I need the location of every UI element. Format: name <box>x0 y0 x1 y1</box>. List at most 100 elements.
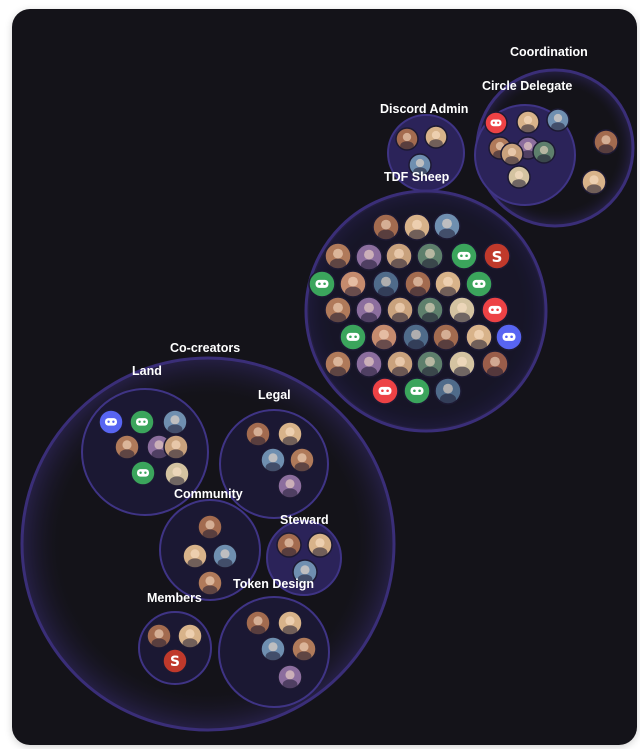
org-chart-card: Coordination Circle Delegate Discord Adm… <box>12 9 637 745</box>
person-avatar-icon[interactable] <box>355 350 383 378</box>
token-design-label: Token Design <box>233 577 314 591</box>
person-avatar-icon[interactable] <box>433 212 461 240</box>
discord-icon[interactable] <box>129 409 155 435</box>
legal-label: Legal <box>258 388 291 402</box>
person-avatar-icon[interactable] <box>386 296 414 324</box>
person-avatar-icon[interactable] <box>324 242 352 270</box>
s-letter-icon[interactable]: S <box>483 242 511 270</box>
discord-icon[interactable] <box>465 270 493 298</box>
discord-admin-label: Discord Admin <box>380 102 468 116</box>
group-coordination[interactable]: Coordination Circle Delegate <box>474 45 635 228</box>
person-avatar-icon[interactable] <box>372 270 400 298</box>
discord-icon[interactable] <box>98 409 124 435</box>
svg-text:S: S <box>492 248 503 266</box>
legal-avatars <box>245 421 315 499</box>
community-circle[interactable] <box>159 499 261 601</box>
person-avatar-icon[interactable] <box>532 140 556 164</box>
group-tdf-sheep[interactable]: TDF Sheep S <box>304 170 548 433</box>
person-avatar-icon[interactable] <box>276 532 302 558</box>
community-avatars <box>182 514 238 596</box>
co-creators-label: Co-creators <box>170 341 240 355</box>
svg-text:S: S <box>170 654 180 670</box>
tdf-sheep-label: TDF Sheep <box>384 170 450 184</box>
person-avatar-icon[interactable] <box>581 169 607 195</box>
discord-icon[interactable] <box>130 460 156 486</box>
person-avatar-icon[interactable] <box>277 610 303 636</box>
person-avatar-icon[interactable] <box>385 242 413 270</box>
discord-icon[interactable] <box>450 242 478 270</box>
person-avatar-icon[interactable] <box>448 350 476 378</box>
coordination-label: Coordination <box>510 45 588 59</box>
person-avatar-icon[interactable] <box>277 421 303 447</box>
person-avatar-icon[interactable] <box>403 213 431 241</box>
person-avatar-icon[interactable] <box>424 125 448 149</box>
person-avatar-icon[interactable] <box>434 270 462 298</box>
person-avatar-icon[interactable] <box>324 296 352 324</box>
coordination-extra-avatars <box>581 129 619 195</box>
person-avatar-icon[interactable] <box>212 543 238 569</box>
person-avatar-icon[interactable] <box>197 514 223 540</box>
person-avatar-icon[interactable] <box>416 350 444 378</box>
person-avatar-icon[interactable] <box>277 664 303 690</box>
person-avatar-icon[interactable] <box>432 323 460 351</box>
person-avatar-icon[interactable] <box>416 296 444 324</box>
person-avatar-icon[interactable] <box>291 636 317 662</box>
person-avatar-icon[interactable] <box>355 243 383 271</box>
person-avatar-icon[interactable] <box>182 543 208 569</box>
steward-label: Steward <box>280 513 329 527</box>
person-avatar-icon[interactable] <box>260 447 286 473</box>
discord-icon[interactable] <box>339 323 367 351</box>
person-avatar-icon[interactable] <box>370 323 398 351</box>
person-avatar-icon[interactable] <box>339 270 367 298</box>
group-discord-admin[interactable]: Discord Admin <box>380 102 468 192</box>
discord-icon[interactable] <box>484 111 508 135</box>
circle-delegate-label: Circle Delegate <box>482 79 572 93</box>
person-avatar-icon[interactable] <box>177 623 203 649</box>
discord-icon[interactable] <box>308 270 336 298</box>
person-avatar-icon[interactable] <box>245 610 271 636</box>
land-label: Land <box>132 364 162 378</box>
circle-delegate-avatars <box>484 108 570 189</box>
token-design-avatars <box>245 610 317 690</box>
person-avatar-icon[interactable] <box>465 323 493 351</box>
person-avatar-icon[interactable] <box>289 447 315 473</box>
person-avatar-icon[interactable] <box>434 377 462 405</box>
discord-admin-avatars <box>395 125 448 177</box>
members-avatars: S <box>146 623 203 674</box>
person-avatar-icon[interactable] <box>245 421 271 447</box>
steward-avatars <box>276 532 333 585</box>
discord-icon[interactable] <box>371 377 399 405</box>
person-avatar-icon[interactable] <box>500 142 524 166</box>
person-avatar-icon[interactable] <box>395 127 419 151</box>
person-avatar-icon[interactable] <box>292 559 318 585</box>
person-avatar-icon[interactable] <box>516 110 540 134</box>
person-avatar-icon[interactable] <box>507 165 531 189</box>
person-avatar-icon[interactable] <box>146 623 172 649</box>
person-avatar-icon[interactable] <box>416 242 444 270</box>
group-co-creators[interactable]: Co-creators Land Legal Community Steward… <box>20 341 396 732</box>
person-avatar-icon[interactable] <box>408 153 432 177</box>
person-avatar-icon[interactable] <box>307 532 333 558</box>
person-avatar-icon[interactable] <box>386 350 414 378</box>
person-avatar-icon[interactable] <box>162 409 188 435</box>
discord-icon[interactable] <box>481 296 509 324</box>
person-avatar-icon[interactable] <box>197 570 223 596</box>
land-avatars <box>98 409 190 487</box>
person-avatar-icon[interactable] <box>324 350 352 378</box>
person-avatar-icon[interactable] <box>593 129 619 155</box>
person-avatar-icon[interactable] <box>277 473 303 499</box>
person-avatar-icon[interactable] <box>164 461 190 487</box>
person-avatar-icon[interactable] <box>402 323 430 351</box>
s-letter-icon[interactable]: S <box>162 648 188 674</box>
person-avatar-icon[interactable] <box>546 108 570 132</box>
person-avatar-icon[interactable] <box>355 296 383 324</box>
person-avatar-icon[interactable] <box>372 213 400 241</box>
discord-icon[interactable] <box>495 323 523 351</box>
person-avatar-icon[interactable] <box>260 636 286 662</box>
person-avatar-icon[interactable] <box>448 296 476 324</box>
person-avatar-icon[interactable] <box>481 350 509 378</box>
person-avatar-icon[interactable] <box>114 434 140 460</box>
person-avatar-icon[interactable] <box>163 434 189 460</box>
discord-icon[interactable] <box>403 377 431 405</box>
person-avatar-icon[interactable] <box>404 270 432 298</box>
